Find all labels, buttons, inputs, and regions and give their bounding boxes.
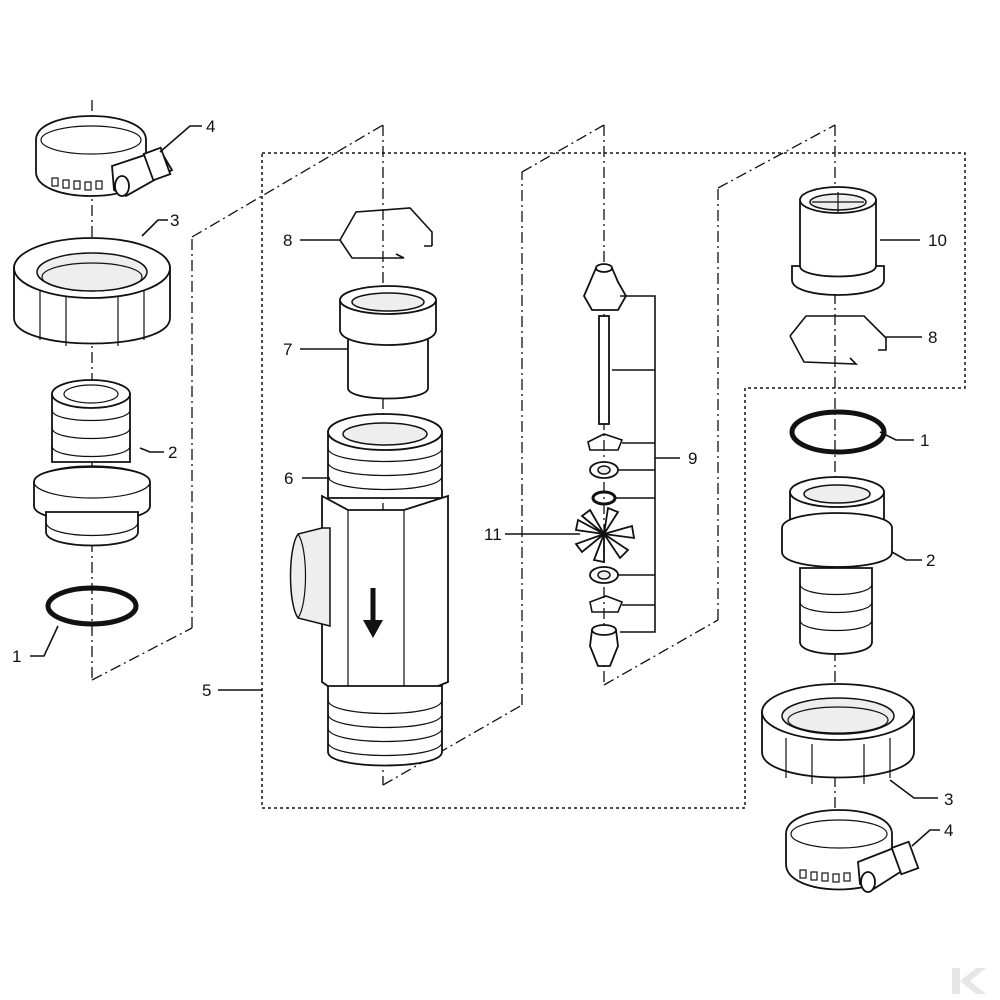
callout-left-oring: 1 (12, 647, 21, 666)
inlet-cap (791, 186, 885, 296)
right-retaining-clip (789, 315, 887, 365)
right-union-nut (761, 683, 915, 784)
meter-body (289, 413, 449, 767)
left-union-nut (13, 237, 171, 346)
left-hose-clamp (35, 115, 174, 198)
callout-left-clamp: 4 (206, 117, 215, 136)
callout-left-tail: 2 (168, 443, 177, 462)
callout-clip-top: 8 (283, 231, 292, 250)
callout-right-oring: 1 (920, 431, 929, 450)
shaft-impeller-set (574, 263, 636, 667)
callout-body: 6 (284, 469, 293, 488)
right-hose-clamp (785, 809, 920, 893)
bearing-sleeve (339, 285, 437, 400)
callout-right-nut: 3 (944, 790, 953, 809)
left-hose-tail (33, 379, 151, 547)
callout-right-clamp: 4 (944, 821, 953, 840)
center-lines (91, 100, 836, 890)
callout-clip-right: 8 (928, 328, 937, 347)
callout-cap: 10 (928, 231, 947, 250)
callout-shaft-set: 9 (688, 449, 697, 468)
top-retaining-clip (339, 207, 433, 259)
brand-k-logo-icon (952, 968, 986, 994)
right-o-ring (789, 409, 887, 455)
callout-left-nut: 3 (170, 211, 179, 230)
left-o-ring (45, 585, 139, 627)
callout-labels: 4 3 2 1 5 6 7 8 9 11 10 8 1 2 3 4 (12, 117, 953, 840)
callout-impeller: 11 (484, 525, 502, 544)
callout-right-tail: 2 (926, 551, 935, 570)
callout-sleeve: 7 (283, 340, 292, 359)
leader-lines (30, 125, 940, 847)
right-hose-tail (781, 476, 893, 655)
callout-assembly: 5 (202, 681, 211, 700)
assembly-frame (261, 152, 966, 809)
